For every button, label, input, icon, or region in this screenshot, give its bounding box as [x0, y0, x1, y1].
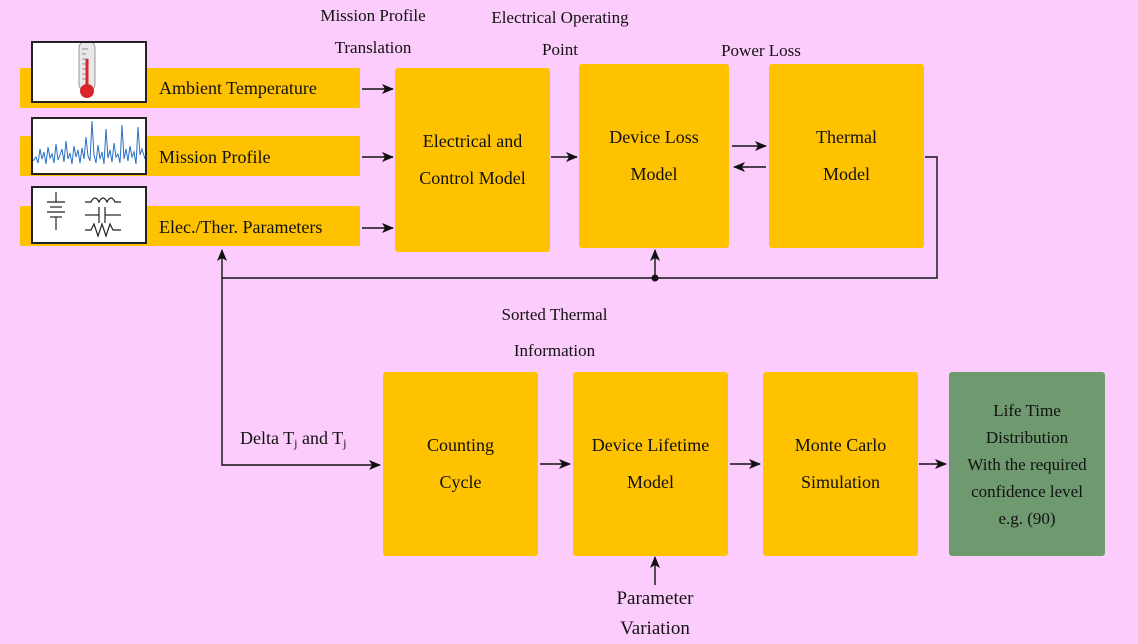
circuit-components-icon	[31, 186, 147, 244]
electrical-control-model-block: Electrical and Control Model	[395, 68, 550, 252]
variation-line2: Variation	[620, 618, 690, 639]
device-loss-model-block: Device Loss Model	[579, 64, 729, 248]
device-loss-line2: Model	[630, 164, 678, 184]
device-lifetime-model-block: Device Lifetime Model	[573, 372, 728, 556]
delta-tj-label: Delta Tj and Tj	[240, 428, 380, 451]
translation-line2: Translation	[334, 38, 412, 57]
lifetime-distribution-block: Life Time Distribution With the required…	[949, 372, 1105, 556]
electrical-block-line2: Control Model	[419, 168, 526, 188]
mission-profile-translation-label: Mission Profile Translation	[288, 0, 458, 64]
operating-line1: Electrical Operating	[491, 8, 629, 27]
power-loss-label: Power Loss	[721, 41, 801, 60]
mission-profile-waveform-icon	[31, 117, 147, 175]
distribution-line5: e.g. (90)	[998, 508, 1056, 528]
parameters-label: Elec./Ther. Parameters	[159, 217, 323, 237]
ambient-temperature-label: Ambient Temperature	[159, 78, 317, 98]
distribution-line4: confidence level	[971, 481, 1083, 501]
parameter-variation-label: Parameter Variation	[575, 584, 735, 644]
lifetime-line1: Device Lifetime	[591, 435, 710, 455]
t-subscript: j	[343, 436, 347, 450]
montecarlo-line1: Monte Carlo	[794, 435, 887, 455]
thermal-line1: Thermal	[816, 127, 877, 147]
thermometer-icon	[31, 41, 147, 103]
mission-profile-label: Mission Profile	[159, 147, 271, 167]
monte-carlo-simulation-block: Monte Carlo Simulation	[763, 372, 918, 556]
sorted-thermal-information-label: Sorted Thermal Information	[472, 297, 637, 369]
montecarlo-line2: Simulation	[800, 472, 880, 492]
delta-t-subscript: j	[294, 436, 298, 450]
electrical-operating-point-label: Electrical Operating Point	[465, 2, 655, 66]
counting-cycle-block: Counting Cycle	[383, 372, 538, 556]
thermal-model-block: Thermal Model	[769, 64, 924, 248]
lifetime-line2: Model	[626, 472, 674, 492]
arrow-feedback-to-counting	[221, 278, 381, 470]
junction-dot	[651, 274, 659, 282]
sorted-line1: Sorted Thermal	[501, 305, 608, 324]
translation-line1: Mission Profile	[320, 6, 426, 25]
distribution-line3: With the required	[967, 454, 1087, 474]
distribution-line2: Distribution	[985, 427, 1069, 447]
delta-t-text: Delta T	[240, 428, 295, 448]
variation-line1: Parameter	[616, 588, 694, 609]
sorted-line2: Information	[513, 341, 596, 360]
feedback-loop-wire	[222, 156, 938, 279]
device-loss-line1: Device Loss	[609, 127, 699, 147]
electrical-block-line1: Electrical and	[422, 131, 523, 151]
counting-line2: Cycle	[439, 472, 482, 492]
thermal-line2: Model	[822, 164, 870, 184]
and-t-text: and T	[297, 428, 344, 448]
counting-line1: Counting	[426, 435, 494, 455]
distribution-line1: Life Time	[993, 400, 1061, 420]
operating-line2: Point	[542, 40, 578, 59]
